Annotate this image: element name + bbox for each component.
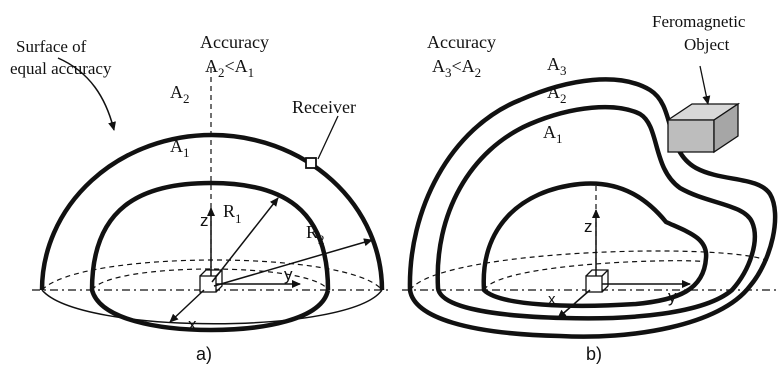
- accuracy-title-a: Accuracy: [200, 32, 269, 52]
- surface-label-line2: equal accuracy: [10, 59, 112, 78]
- panel-b: Accuracy A3<A2 A3 A2 A1 Feromagnetic Obj…: [402, 12, 778, 364]
- inner-base-back-a: [91, 268, 329, 291]
- accuracy-relation-a: A2<A1: [205, 56, 254, 80]
- object-label-line2: Object: [684, 35, 730, 54]
- x-label-a: x: [188, 315, 197, 334]
- inner-surface-a1: [481, 181, 709, 309]
- y-label-a: y: [284, 265, 293, 284]
- surface-label-line1: Surface of: [16, 37, 87, 56]
- object-pointer: [699, 65, 711, 105]
- object-label-line1: Feromagnetic: [652, 12, 746, 31]
- a1-label-a: A1: [170, 136, 190, 160]
- surface-pointer: [57, 57, 116, 131]
- a2-label-b: A2: [547, 82, 567, 106]
- r1-arrow: [211, 197, 279, 283]
- r2-label: R2: [306, 222, 325, 247]
- svg-text:Surface of: Surface of: [16, 37, 87, 56]
- accuracy-title-b: Accuracy: [427, 32, 496, 52]
- y-label-b: y: [668, 287, 677, 306]
- a3-label-b: A3: [547, 54, 567, 78]
- a2-label-a: A2: [170, 82, 190, 106]
- accuracy-relation-b: A3<A2: [432, 56, 481, 80]
- a1-label-b: A1: [543, 122, 563, 146]
- caption-a: a): [196, 344, 212, 364]
- z-label-b: z: [584, 217, 593, 236]
- x-axis-arrow-a: [169, 289, 205, 323]
- inner-surface-a1: [89, 180, 331, 291]
- outer-base-back-a: [41, 259, 383, 291]
- middle-surface-a2: [435, 104, 758, 321]
- r2-arrow: [213, 238, 373, 287]
- svg-text:equal accuracy: equal accuracy: [10, 59, 112, 78]
- x-label-b: x: [548, 291, 556, 308]
- outer-base-front-a: [41, 289, 383, 325]
- outer-base-back-b: [409, 250, 771, 291]
- x-axis-arrow-b: [557, 289, 591, 319]
- z-label-a: z: [200, 211, 209, 230]
- caption-b: b): [586, 344, 602, 364]
- receiver-label: Receiver: [292, 97, 356, 117]
- inner-base-front-a: [89, 289, 331, 333]
- r1-label: R1: [223, 201, 242, 226]
- outer-surface-a3: [407, 77, 778, 339]
- origin-cube-b: [585, 269, 609, 293]
- panel-a: Surface of equal accuracy Accuracy A2<A1…: [10, 32, 392, 364]
- feromagnetic-object-box: [665, 102, 741, 154]
- outer-surface-a2: [39, 132, 385, 291]
- receiver-pointer: [317, 115, 339, 160]
- receiver-marker: [305, 157, 317, 169]
